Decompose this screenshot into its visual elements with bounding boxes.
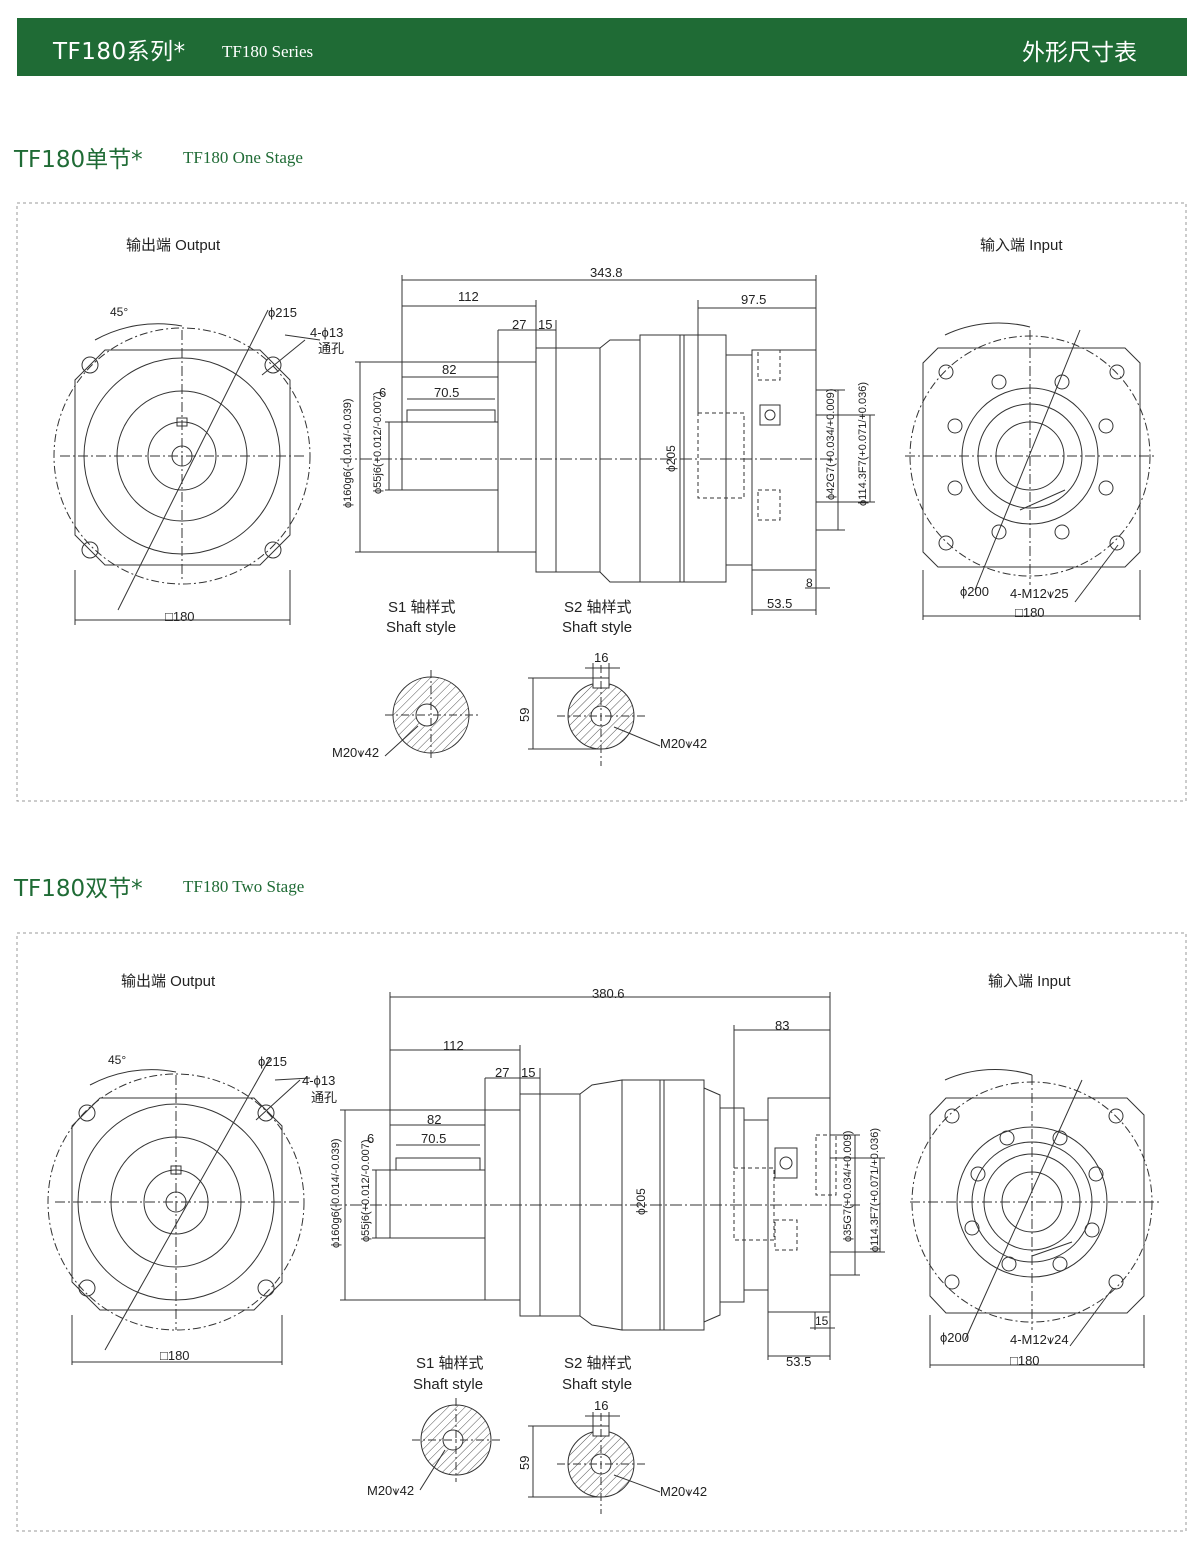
stage1-input-label: 输入端 Input <box>980 237 1063 254</box>
stage2-output-view <box>47 1057 311 1365</box>
stage1-len-27: 27 <box>512 317 526 332</box>
stage2-s2-thread: M20⩛42 <box>660 1484 707 1499</box>
stage2-title-en: TF180 Two Stage <box>183 877 305 896</box>
stage2-side-view <box>330 992 885 1360</box>
stage2-s2-height: 59 <box>517 1456 532 1470</box>
stage1-dia-55: ϕ55j6(+0.012/-0.007) <box>372 392 384 494</box>
stage1-len-97: 97.5 <box>741 292 766 307</box>
stage2-input-view <box>910 1068 1160 1368</box>
stage1-drawing: 输出端 Output 输入端 Input 45° ϕ215 4-ϕ13 通孔 □… <box>16 202 1187 802</box>
header-title-en: TF180 Series <box>222 42 314 61</box>
stage1-s2-height: 59 <box>517 708 532 722</box>
stage2-s1-cn: S1 轴样式 <box>416 1355 484 1372</box>
stage2-len-27: 27 <box>495 1065 509 1080</box>
stage1-thread: 4-M12⩛25 <box>1010 586 1069 601</box>
stage2-thread: 4-M12⩛24 <box>1010 1332 1069 1347</box>
stage1-dia-42: ϕ42G7(+0.034/+0.009) <box>825 389 837 500</box>
stage2-title-cn: TF180双节* <box>14 876 143 902</box>
stage1-s2-en: Shaft style <box>562 619 632 636</box>
stage1-sq-out: □180 <box>165 609 195 624</box>
stage2-dia-205: ϕ205 <box>634 1188 648 1215</box>
stage2-dia-160: ϕ160g6(-0.014/-0.039) <box>330 1138 342 1248</box>
header-title-cn: TF180系列* <box>53 39 186 65</box>
stage1-holes-through: 通孔 <box>318 341 344 356</box>
stage1-len-15: 15 <box>538 317 552 332</box>
header-right-label: 外形尺寸表 <box>1022 40 1137 66</box>
stage1-s2-thread: M20⩛42 <box>660 736 707 751</box>
stage1-s1-cn: S1 轴样式 <box>388 599 456 616</box>
stage1-len-112: 112 <box>458 289 479 304</box>
stage1-sq-in: □180 <box>1015 605 1045 620</box>
stage2-len-total: 380.6 <box>592 986 625 1001</box>
stage2-len-535: 53.5 <box>786 1354 811 1369</box>
stage1-s2-cn: S2 轴样式 <box>564 599 632 616</box>
stage2-output-label: 输出端 Output <box>121 973 216 990</box>
stage2-len-6: 6 <box>367 1131 374 1146</box>
stage1-len-705: 70.5 <box>434 385 459 400</box>
stage2-dia-215: ϕ215 <box>258 1054 287 1069</box>
stage1-angle-out: 45° <box>110 305 128 319</box>
stage2-dia-35: ϕ35G7(+0.034/+0.009) <box>842 1131 854 1242</box>
stage1-output-view <box>53 309 321 625</box>
stage2-len-15b: 15 <box>815 1314 829 1328</box>
stage2-sq-out: □180 <box>160 1348 190 1363</box>
stage2-s2-shaft <box>528 1412 661 1514</box>
stage1-len-82: 82 <box>442 362 456 377</box>
stage1-title-cn: TF180单节* <box>14 147 143 173</box>
stage2-holes: 4-ϕ13 <box>302 1073 335 1088</box>
stage2-s1-en: Shaft style <box>413 1376 483 1393</box>
stage1-holes: 4-ϕ13 <box>310 325 343 340</box>
stage1-len-8: 8 <box>806 576 813 590</box>
stage1-input-view <box>905 322 1155 620</box>
stage2-angle-out: 45° <box>108 1053 126 1067</box>
stage1-output-label: 输出端 Output <box>126 237 221 254</box>
stage2-s2-en: Shaft style <box>562 1376 632 1393</box>
stage1-s1-thread: M20⩛42 <box>332 745 379 760</box>
stage1-len-6: 6 <box>379 385 386 400</box>
stage1-side-view <box>340 275 875 615</box>
stage1-s1-en: Shaft style <box>386 619 456 636</box>
stage1-s1-shaft <box>384 670 478 760</box>
stage2-len-705: 70.5 <box>421 1131 446 1146</box>
stage1-dia-114: ϕ114.3F7(+0.071/+0.036) <box>857 382 869 506</box>
stage1-s2-shaft <box>528 663 661 766</box>
stage2-drawing: 输出端 Output 输入端 Input 45° ϕ215 4-ϕ13 通孔 □… <box>16 932 1187 1532</box>
stage1-dia-160: ϕ160g6(-0.014/-0.039) <box>342 398 354 508</box>
stage2-dia-200: ϕ200 <box>940 1330 969 1345</box>
stage2-s1-thread: M20⩛42 <box>367 1483 414 1498</box>
stage1-s2-key: 16 <box>594 650 608 665</box>
stage2-len-15: 15 <box>521 1065 535 1080</box>
stage1-frame <box>16 202 1187 802</box>
stage1-len-535: 53.5 <box>767 596 792 611</box>
stage2-dia-55: ϕ55j6(+0.012/-0.007) <box>360 1140 372 1242</box>
stage2-s2-key: 16 <box>594 1398 608 1413</box>
stage2-dia-114: ϕ114.3F7(+0.071/+0.036) <box>869 1128 881 1252</box>
stage2-len-83: 83 <box>775 1018 789 1033</box>
stage2-len-82: 82 <box>427 1112 441 1127</box>
stage2-frame <box>16 932 1187 1532</box>
stage1-dia-200: ϕ200 <box>960 584 989 599</box>
stage1-len-total: 343.8 <box>590 265 623 280</box>
stage2-s2-cn: S2 轴样式 <box>564 1355 632 1372</box>
stage2-s1-shaft <box>412 1398 500 1491</box>
stage1-dia-215: ϕ215 <box>268 305 297 320</box>
stage2-sq-in: □180 <box>1010 1353 1040 1368</box>
stage2-input-label: 输入端 Input <box>988 973 1071 990</box>
stage1-dia-205: ϕ205 <box>664 445 678 472</box>
stage2-len-112: 112 <box>443 1038 464 1053</box>
stage1-title-en: TF180 One Stage <box>183 148 303 167</box>
header-bar: TF180系列* TF180 Series 外形尺寸表 <box>17 18 1187 76</box>
stage2-holes-through: 通孔 <box>311 1090 337 1105</box>
